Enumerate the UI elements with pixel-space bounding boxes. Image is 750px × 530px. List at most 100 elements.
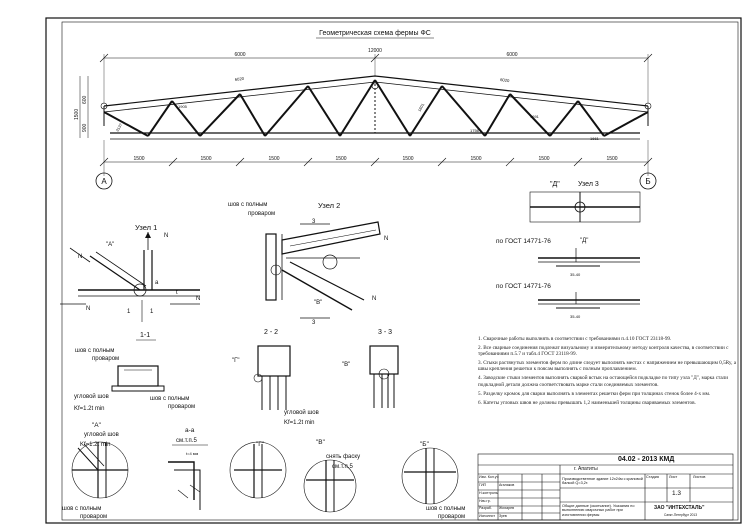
tb-name-4: Жихарев — [499, 506, 514, 510]
axis-b-marker — [639, 172, 657, 190]
section-2-2-mark-g: "Г" — [232, 358, 240, 364]
tb-code: 04.02 - 2013 КМД — [618, 456, 675, 463]
node-2-detail: шов с полным проваром Узел 2 3 3 N N "В" — [228, 201, 388, 326]
node-2-weld-l2: проваром — [248, 211, 275, 217]
axis-markers: А Б — [95, 172, 657, 190]
detail-a-kf: Kf=1.2t min — [80, 442, 111, 448]
tb-company: ЗАО "ИНТЕХСТАЛЬ" — [654, 505, 705, 511]
dim-height-upper: 600 — [82, 95, 88, 104]
node-1-mark-a: "А" — [106, 242, 114, 248]
tb-row-3: Нач.гр. — [479, 499, 491, 503]
note-5: 5. Разделку кромок для сварки выполнять … — [478, 390, 711, 397]
drawing-title: Геометрическая схема фермы ФС — [319, 30, 431, 37]
note-4: 4. Заводские стыки элементов выполнять с… — [478, 375, 729, 388]
node-2-num-3-bot: 3 — [312, 320, 316, 326]
section-2-2-fillet: угловой шов — [284, 409, 319, 416]
axis-b-label: Б — [645, 177, 650, 186]
member-label-1756: 1756 — [470, 128, 480, 133]
note-1: 1. Сварочные работы выполнять в соответс… — [478, 336, 672, 342]
node-1-n-left: N — [78, 254, 82, 260]
section-a-a: а-а см.т.п.5 t=4 мм — [168, 427, 208, 510]
gost-weld-1: по ГОСТ 14771-76 "Д" 35-40 — [496, 238, 640, 277]
detail-b-weld-l1: шов с полным — [426, 506, 465, 512]
dim-height-lower: 900 — [82, 123, 88, 132]
node-1-a: a — [155, 280, 159, 286]
section-a-a-ref: см.т.п.5 — [176, 438, 197, 444]
tb-row-4: Разраб. — [479, 506, 492, 510]
node-1-num-1b: 1 — [150, 309, 154, 315]
section-1-1-weld-r1: шов с полным — [150, 396, 189, 402]
node-1-n-top: N — [164, 233, 168, 239]
dim-top-right: 6000 — [506, 52, 517, 58]
node-1-title: Узел 1 — [135, 223, 157, 232]
note-2: 2. Все сварные соединения подлежат визуа… — [478, 345, 729, 358]
section-1-1-weld-r2: проваром — [168, 404, 195, 410]
member-label-3137: 3137 — [115, 122, 124, 133]
section-1-1-kf: Kf=1.2t min — [74, 406, 105, 412]
node-2-mark-v: "В" — [314, 300, 322, 306]
gost-2-label: по ГОСТ 14771-76 — [496, 283, 551, 290]
axis-a-label: А — [101, 177, 107, 186]
member-label-1691: 1691 — [530, 114, 540, 119]
tb-object: Производственное здание 12х24м с краново… — [562, 477, 643, 486]
member-label-1905: 1905 — [178, 104, 188, 109]
dim-bottom-5: 1500 — [402, 156, 413, 162]
detail-v-chamfer: снять фаску — [326, 454, 360, 460]
detail-b-weld-l2: проваром — [438, 514, 465, 520]
section-1-1-title: 1-1 — [140, 332, 150, 339]
section-1-1-weld-l2: проваром — [92, 356, 119, 362]
detail-a-weld-l1: шов с полным — [62, 506, 101, 512]
node-2-title: Узел 2 — [318, 201, 340, 210]
title-block: 04.02 - 2013 КМД г. Апатиты Изм. Кол.уч … — [478, 454, 733, 520]
section-a-a-title: а-а — [185, 427, 195, 434]
detail-v-mark: "В" — [316, 439, 326, 446]
gost-2-dim: 35-40 — [570, 314, 581, 319]
detail-a-weld-l2: проваром — [80, 514, 107, 520]
detail-b: "Б" шов с полным проваром — [401, 441, 465, 520]
dim-bottom-8: 1500 — [606, 156, 617, 162]
tb-sheet-no: 1.3 — [672, 490, 682, 497]
member-label-top-right: 6020 — [500, 77, 511, 83]
tb-sheets-h: Листов — [693, 475, 706, 479]
dim-bottom-6: 1500 — [470, 156, 481, 162]
tb-name-1: Агалаков — [499, 483, 515, 487]
tb-row-0: Изм. Кол.уч — [479, 475, 499, 479]
outer-frame — [45, 17, 742, 524]
section-a-a-t4: t=4 мм — [186, 451, 199, 456]
tb-company-sub: Санкт-Петербург 2013 — [664, 513, 697, 517]
dim-bottom-1: 1500 — [133, 156, 144, 162]
tb-row-5: Исполнит — [479, 514, 495, 518]
note-3: 3. Стыки растянутых элементов ферм по дл… — [478, 360, 737, 373]
tb-row-1: ГИП — [479, 483, 487, 487]
detail-g: "Г" — [229, 441, 287, 499]
section-3-3: 3 - 3 "В" — [342, 329, 399, 408]
notes-block: 1. Сварочные работы выполнять в соответс… — [478, 336, 740, 409]
node-1-num-1a: 1 — [127, 309, 131, 315]
detail-a-fillet: угловой шов — [84, 431, 119, 438]
tb-row-2: Н.контроль — [479, 491, 498, 495]
member-label-1661: 1661 — [590, 136, 600, 141]
node-1-n-bl: N — [86, 306, 90, 312]
node-3-mark-d: "Д" — [550, 181, 560, 188]
tb-sheet-h: Лист — [669, 475, 678, 479]
tb-sheet-title: Общие данные (окончание). Указания по вы… — [562, 504, 635, 517]
tb-stage-h: Стадия — [646, 475, 659, 479]
node-2-n-top: N — [384, 236, 388, 242]
gost-1-label: по ГОСТ 14771-76 — [496, 238, 551, 245]
title-block-grid — [477, 453, 734, 521]
gost-1-mark-d: "Д" — [580, 238, 588, 244]
detail-v-chamfer-ref: см.т.п.5 — [332, 464, 353, 470]
node-3-detail: "Д" Узел 3 — [529, 181, 641, 223]
section-2-2-kf: Kf=1.2t min — [284, 420, 315, 426]
node-1-t: t — [176, 290, 178, 296]
dim-bottom-4: 1500 — [335, 156, 346, 162]
node-2-weld-l1: шов с полным — [228, 202, 267, 208]
detail-a-mark: "А" — [92, 422, 102, 429]
node-3-title: Узел 3 — [578, 181, 599, 188]
member-label-1601: 1601 — [417, 102, 426, 113]
tb-name-5: Зуев — [499, 514, 507, 518]
gost-weld-2: по ГОСТ 14771-76 35-40 — [496, 283, 640, 319]
section-3-3-title: 3 - 3 — [378, 329, 392, 336]
section-2-2: 2 - 2 "Г" угловой шов Kf=1.2t min — [232, 329, 319, 426]
